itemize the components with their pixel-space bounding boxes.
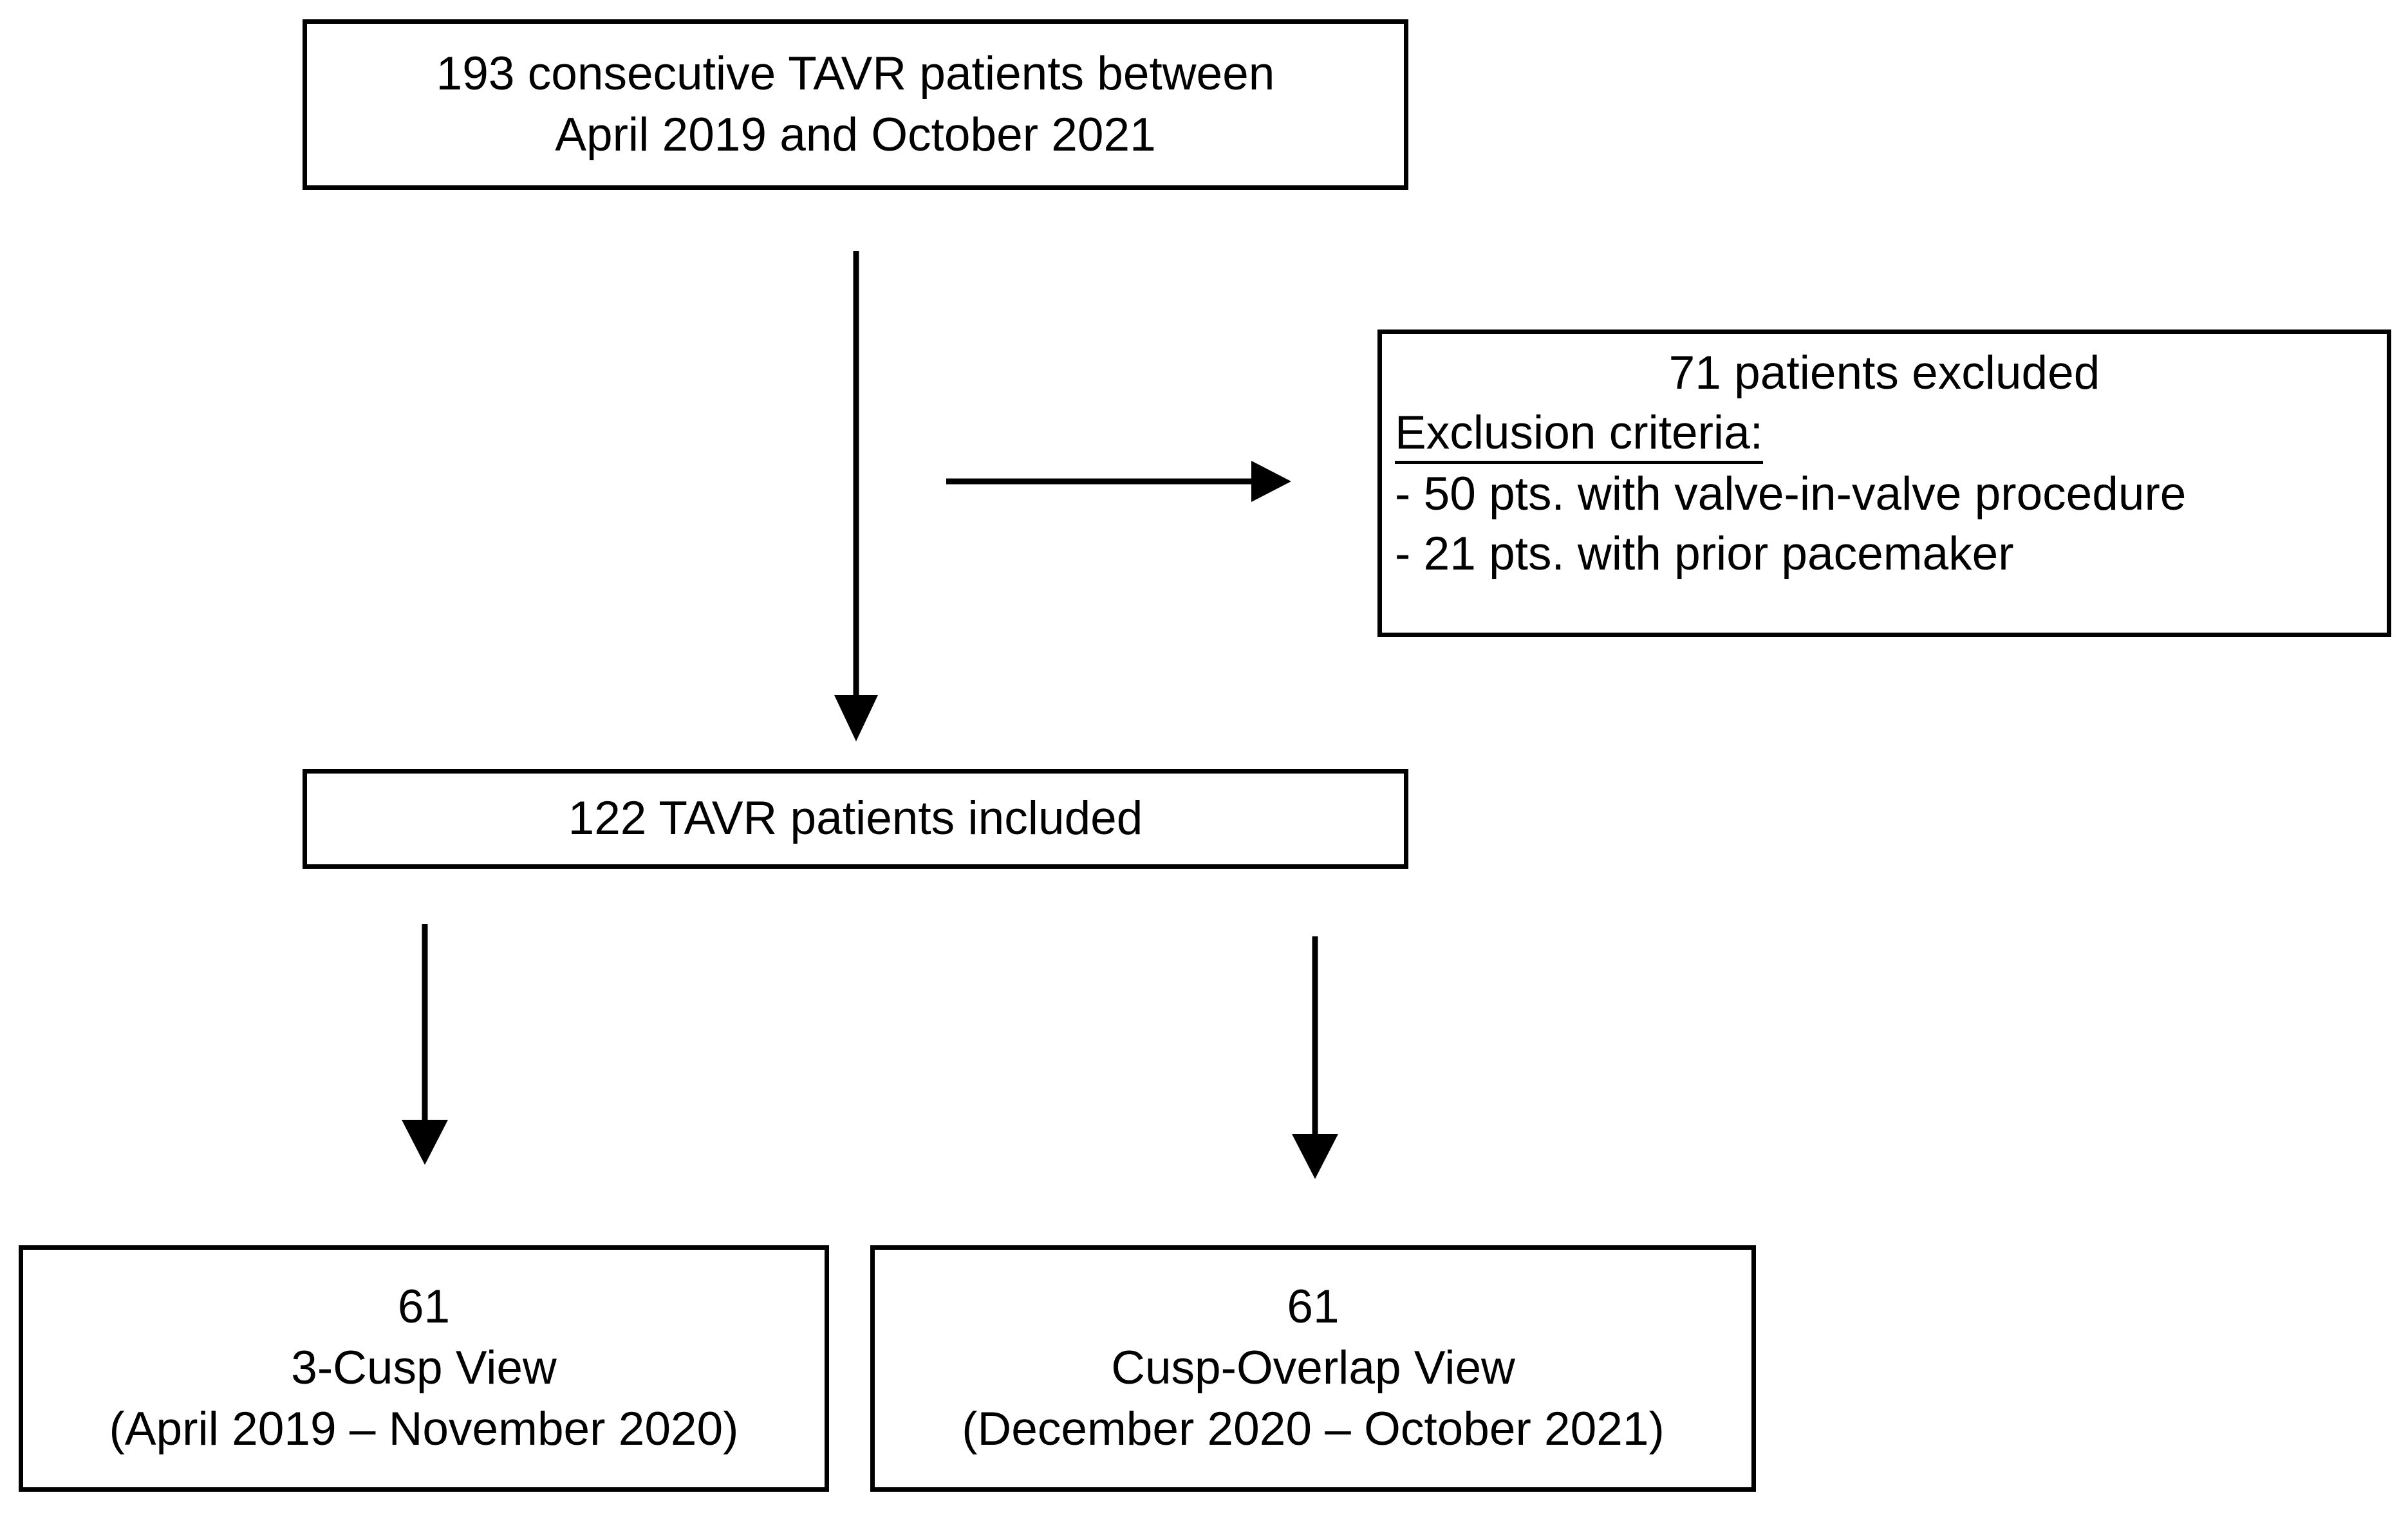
node-three-cusp-box: 61 3-Cusp View (April 2019 – November 20… bbox=[19, 1245, 829, 1492]
exclusion-criteria-label: Exclusion criteria: bbox=[1395, 406, 1764, 464]
three-cusp-count: 61 bbox=[397, 1281, 451, 1333]
arrow-enrollment-to-included bbox=[834, 251, 878, 741]
cusp-overlap-name: Cusp-Overlap View bbox=[1111, 1342, 1515, 1395]
node-included-box: 122 TAVR patients included bbox=[303, 769, 1408, 869]
cusp-overlap-period: (December 2020 – October 2021) bbox=[962, 1402, 1665, 1455]
exclusion-criterion-prior-pacemaker: - 21 pts. with prior pacemaker bbox=[1395, 528, 2014, 580]
arrow-to-cusp-overlap bbox=[1292, 936, 1338, 1179]
arrow-to-three-cusp bbox=[402, 924, 448, 1165]
node-excluded-box: 71 patients excluded Exclusion criteria:… bbox=[1377, 329, 2391, 637]
three-cusp-period: (April 2019 – November 2020) bbox=[109, 1402, 739, 1455]
included-line-1: 122 TAVR patients included bbox=[568, 792, 1143, 845]
excluded-heading: 71 patients excluded bbox=[1668, 347, 2100, 399]
enrollment-line-2: April 2019 and October 2021 bbox=[555, 108, 1156, 161]
cusp-overlap-count: 61 bbox=[1287, 1281, 1339, 1333]
three-cusp-name: 3-Cusp View bbox=[291, 1342, 557, 1395]
arrow-to-excluded bbox=[946, 461, 1291, 502]
exclusion-criterion-valve-in-valve: - 50 pts. with valve-in-valve procedure bbox=[1395, 467, 2187, 520]
node-enrollment-box: 193 consecutive TAVR patients between Ap… bbox=[303, 19, 1408, 190]
node-cusp-overlap-box: 61 Cusp-Overlap View (December 2020 – Oc… bbox=[870, 1245, 1756, 1492]
enrollment-line-1: 193 consecutive TAVR patients between bbox=[436, 47, 1275, 100]
exclusion-criteria-label-row: Exclusion criteria: bbox=[1382, 403, 2387, 464]
